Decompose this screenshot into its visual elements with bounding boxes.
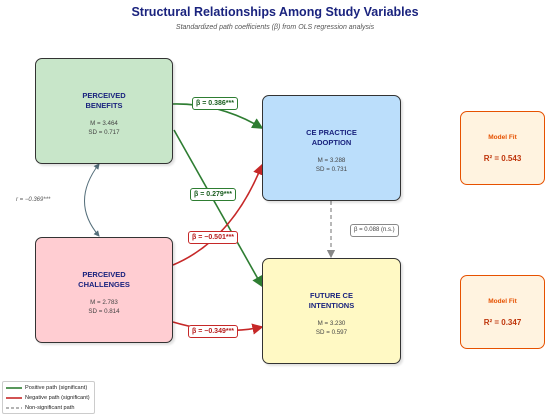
node-mean: M = 3.464 — [90, 120, 118, 127]
node-name: INTENTIONS — [308, 301, 355, 310]
node-name: PERCEIVED — [82, 270, 126, 279]
fit-value: R² = 0.347 — [483, 318, 522, 327]
coef-challenges-intentions: β = −0.349*** — [188, 325, 239, 338]
diagram-title: Structural Relationships Among Study Var… — [131, 5, 419, 19]
legend-label: Positive path (significant) — [25, 385, 88, 391]
coef-benefits-intentions: β = 0.279*** — [190, 188, 236, 201]
coef-challenges-adoption: β = −0.501*** — [188, 231, 239, 244]
node-mean: M = 3.288 — [317, 157, 346, 164]
node-perceived-challenges: PERCEIVED CHALLENGES M = 2.783 SD = 0.81… — [35, 237, 173, 343]
diagram-subtitle: Standardized path coefficients (β) from … — [175, 24, 375, 31]
node-sd: SD = 0.814 — [88, 308, 120, 315]
fit-label: Model Fit — [488, 134, 517, 141]
node-name: CHALLENGES — [78, 280, 130, 289]
node-sd: SD = 0.597 — [315, 329, 348, 336]
legend: Positive path (significant) Negative pat… — [2, 381, 95, 414]
node-name: ADOPTION — [311, 138, 352, 147]
node-ce-practice-adoption: CE PRACTICE ADOPTION M = 3.288 SD = 0.73… — [262, 95, 401, 201]
path-challenges-adoption — [172, 163, 264, 266]
node-name: CE PRACTICE — [306, 128, 357, 137]
node-sd: SD = 0.717 — [88, 129, 120, 136]
coef-benefits-adoption: β = 0.386*** — [192, 97, 238, 110]
path-correlation — [84, 163, 100, 237]
fit-value: R² = 0.543 — [483, 154, 522, 163]
fit-label: Model Fit — [488, 298, 517, 305]
coef-adoption-intentions: β = 0.088 (n.s.) — [350, 224, 399, 237]
model-fit-intentions: Model Fit R² = 0.347 — [460, 275, 545, 349]
model-fit-adoption: Model Fit R² = 0.543 — [460, 111, 545, 185]
path-benefits-intentions — [173, 129, 263, 288]
node-name: BENEFITS — [85, 101, 123, 110]
node-sd: SD = 0.731 — [315, 166, 348, 173]
correlation-label: r = −0.369*** — [16, 197, 51, 203]
node-name: PERCEIVED — [82, 91, 126, 100]
legend-label: Negative path (significant) — [25, 395, 90, 401]
node-mean: M = 3.230 — [317, 320, 346, 327]
node-future-ce-intentions: FUTURE CE INTENTIONS M = 3.230 SD = 0.59… — [262, 258, 401, 364]
node-name: FUTURE CE — [310, 291, 353, 300]
node-mean: M = 2.783 — [90, 299, 118, 306]
legend-label: Non-significant path — [25, 405, 75, 411]
node-perceived-benefits: PERCEIVED BENEFITS M = 3.464 SD = 0.717 — [35, 58, 173, 164]
